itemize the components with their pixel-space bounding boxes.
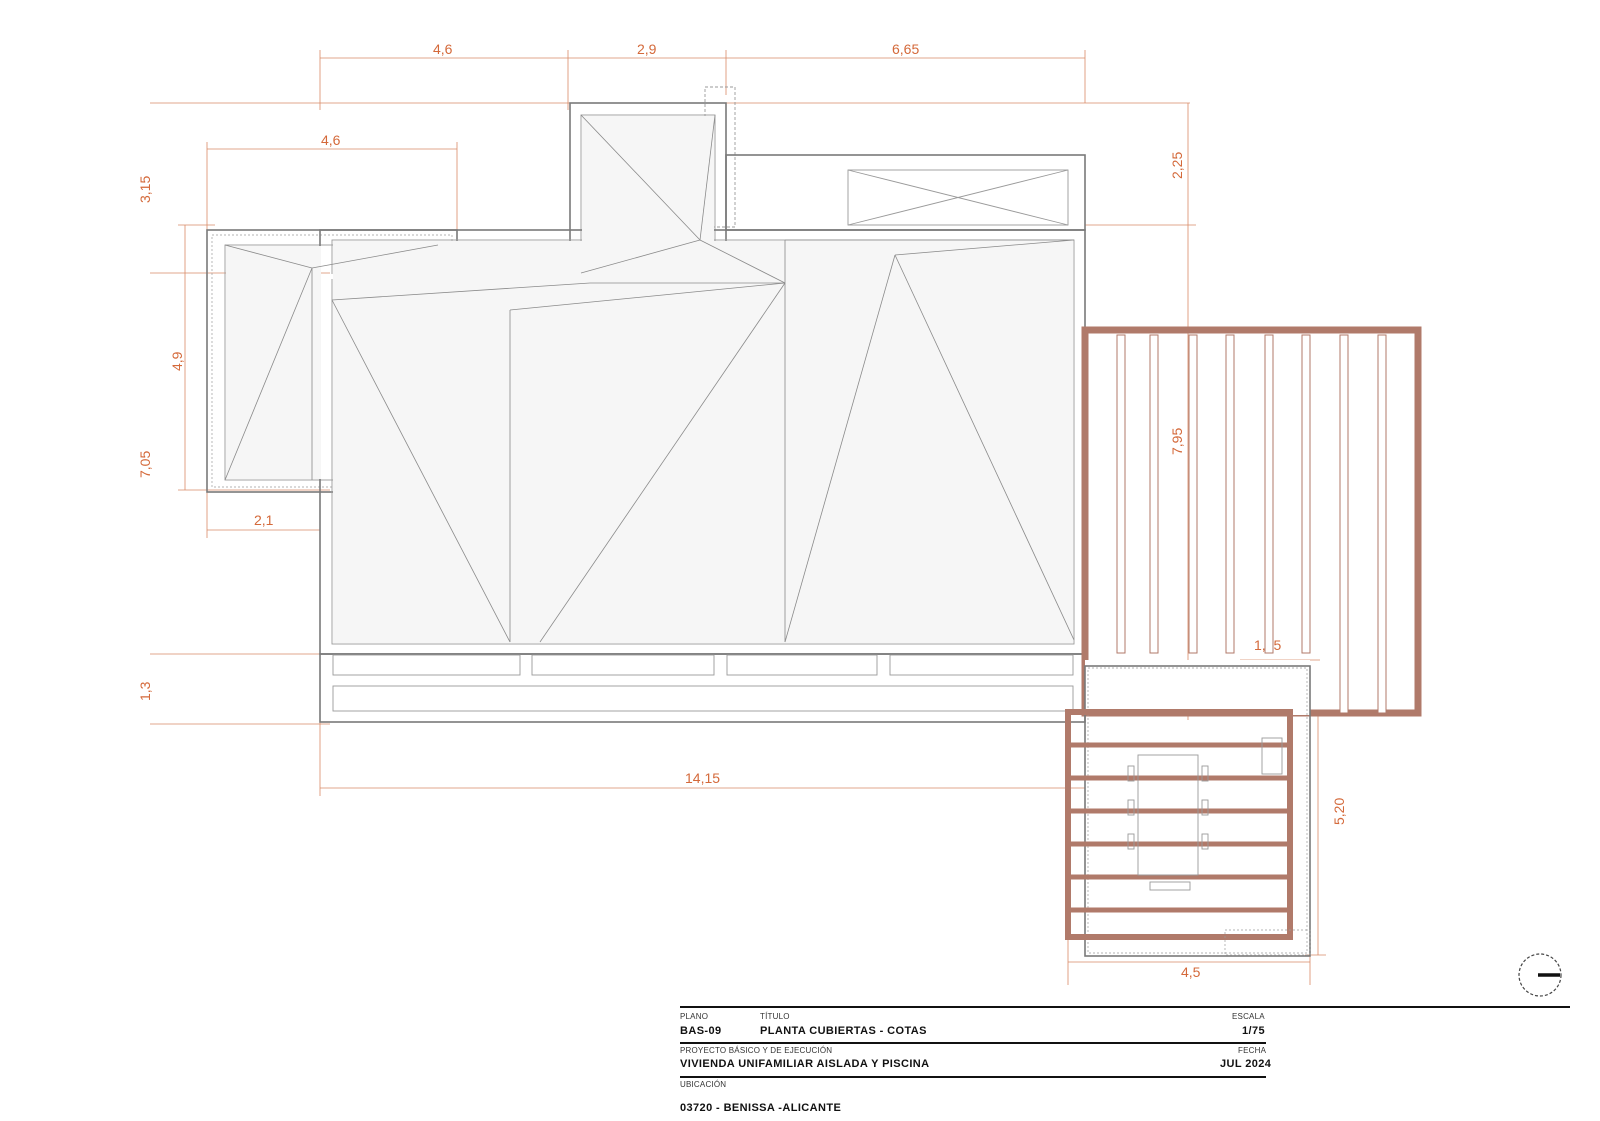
skylight [847, 169, 1069, 226]
plano-value: BAS-09 [680, 1025, 722, 1037]
ubicacion-label: UBICACIÓN [680, 1080, 727, 1089]
fecha-label: FECHA [1238, 1046, 1267, 1055]
dim-left-bottom: 1,3 [137, 681, 153, 701]
dim-left-wing-width: 4,6 [321, 132, 341, 148]
grill [1261, 737, 1283, 775]
ubicacion-value: 03720 - BENISSA -ALICANTE [680, 1102, 842, 1114]
escala-value: 1/75 [1242, 1025, 1266, 1037]
dimension-labels: 4,6 2,9 6,65 4,6 3,15 4,9 7,05 2,1 2,25 … [137, 41, 1347, 980]
plano-label: PLANO [680, 1012, 709, 1021]
dining-table [1137, 754, 1199, 876]
dim-left-wing-offset: 2,1 [254, 512, 274, 528]
upper-right-roof [725, 154, 1086, 231]
dim-right-top: 2,25 [1169, 152, 1185, 179]
dim-top-a: 4,6 [433, 41, 453, 57]
front-eave [319, 653, 1086, 723]
building-outline [206, 86, 1086, 723]
proyecto-value: VIVIENDA UNIFAMILIAR AISLADA Y PISCINA [680, 1058, 930, 1070]
escala-label: ESCALA [1232, 1012, 1265, 1021]
titulo-label: TÍTULO [760, 1012, 790, 1021]
dim-top-c: 6,65 [892, 41, 919, 57]
dim-annex-width: 4,5 [1181, 964, 1201, 980]
proyecto-label: PROYECTO BÁSICO Y DE EJECUCIÓN [680, 1046, 833, 1055]
dim-left-total: 7,05 [137, 451, 153, 478]
pergola [1081, 326, 1422, 717]
fecha-value: JUL 2024 [1220, 1058, 1272, 1070]
titulo-value: PLANTA CUBIERTAS - COTAS [760, 1025, 927, 1037]
north-arrow-icon [1518, 953, 1562, 997]
dim-top-b: 2,9 [637, 41, 657, 57]
annex [1065, 665, 1311, 957]
dim-total-width: 14,15 [685, 770, 720, 786]
dim-left-top: 3,15 [137, 176, 153, 203]
title-block: PLANO TÍTULO ESCALA BAS-09 PLANTA CUBIER… [680, 1006, 1590, 1118]
dim-left-wing-height: 4,9 [169, 351, 185, 371]
dim-pergola-height: 7,95 [1169, 428, 1185, 455]
dim-annex-height: 5,20 [1331, 798, 1347, 825]
